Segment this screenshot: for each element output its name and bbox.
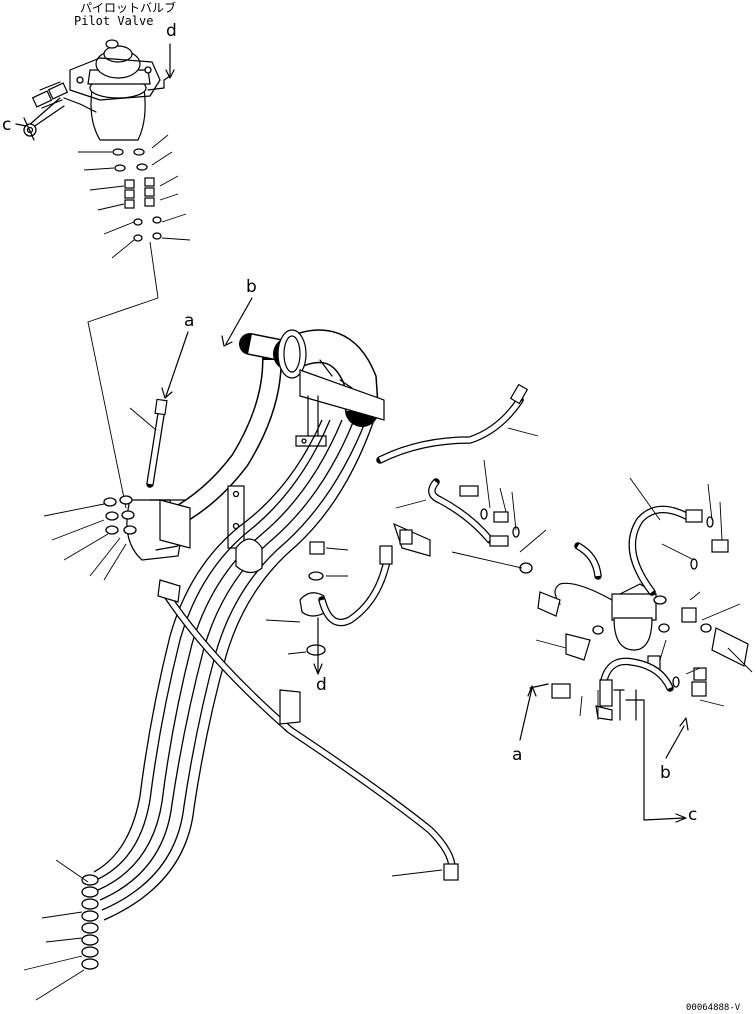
- center-elbow-hose: [318, 545, 393, 627]
- drawing-code: 00064888-V: [686, 1003, 741, 1013]
- line-filter-assembly: [451, 529, 657, 661]
- bundle-clamp: [235, 538, 263, 574]
- hose-a: [129, 398, 168, 488]
- pilot-valve-assembly: [23, 39, 191, 259]
- hose-right-loop: [628, 477, 729, 596]
- hose-right-lower: [551, 657, 674, 721]
- title-japanese: パイロットバルブ: [80, 0, 176, 15]
- callout-b-upper: b: [246, 277, 257, 297]
- callout-c-lower: c: [688, 805, 697, 825]
- hose-b-main: [160, 329, 379, 530]
- callout-b-lower: b: [660, 763, 671, 783]
- hose-upper-right: [376, 383, 539, 464]
- callout-a-upper: a: [184, 311, 194, 331]
- hose-right-middle: [428, 459, 520, 547]
- callout-d-center: d: [316, 675, 327, 695]
- callout-c-top: c: [2, 115, 11, 135]
- center-fittings: [265, 541, 349, 656]
- callout-a-lower: a: [512, 745, 522, 765]
- return-hose-long: [157, 579, 459, 881]
- right-fittings-cluster: [647, 591, 753, 707]
- title-english: Pilot Valve: [74, 14, 153, 28]
- bottom-fittings-stack: [23, 859, 99, 1001]
- callout-d-top: d: [166, 21, 177, 41]
- elbow-fitting: [393, 499, 431, 557]
